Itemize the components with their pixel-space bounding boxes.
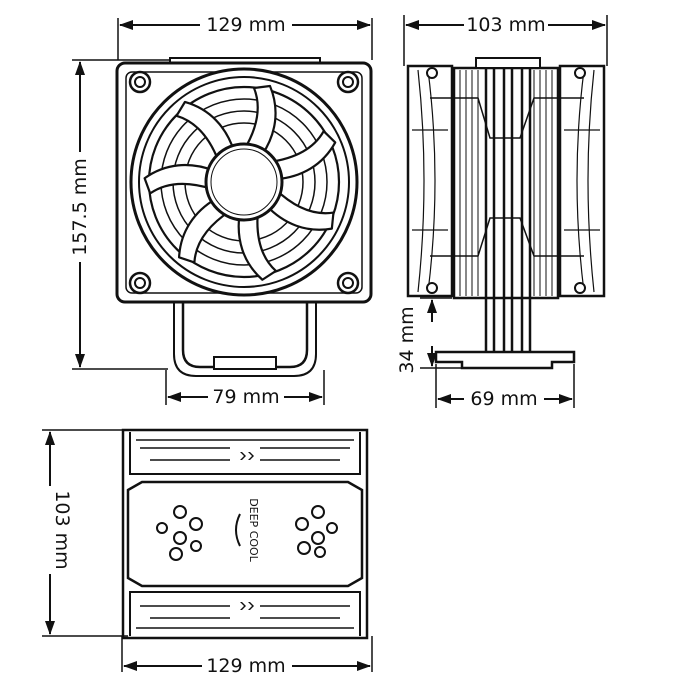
top-chevron-icon [240,452,254,460]
top-width-dimension: 129 mm [121,636,373,677]
side-base-width-label: 69 mm [470,388,537,410]
logo-text: DEEP COOL [247,498,260,562]
front-heatpipes [173,302,317,377]
side-view [406,57,606,370]
fan-blades [143,84,337,281]
side-base-height-dimension: 34 mm [396,297,462,374]
side-base-width-dimension: 69 mm [435,364,575,410]
side-depth-dimension: 103 mm [403,14,608,66]
top-depth-dimension: 103 mm [42,429,128,637]
top-view: DEEP COOL [121,428,369,640]
top-width-label: 129 mm [206,655,285,677]
fan-hub [204,142,284,222]
top-depth-label: 103 mm [51,490,73,569]
base-width-label: 79 mm [212,386,279,408]
front-width-dimension: 129 mm [117,14,373,60]
front-height-label: 157.5 mm [69,158,91,255]
bottom-chevron-icon [240,602,254,610]
heatpipe-ends-left [156,505,203,561]
front-width-label: 129 mm [206,14,285,36]
front-height-dimension: 157.5 mm [69,59,170,370]
top-cover [126,480,364,588]
base-width-dimension: 79 mm [165,370,325,408]
side-depth-label: 103 mm [466,14,545,36]
heatpipe-ends-right [295,505,338,558]
front-view [115,57,373,377]
deepcool-logo: DEEP COOL [235,498,260,563]
fan-screw-holes [128,70,360,295]
side-base-height-label: 34 mm [396,306,418,373]
